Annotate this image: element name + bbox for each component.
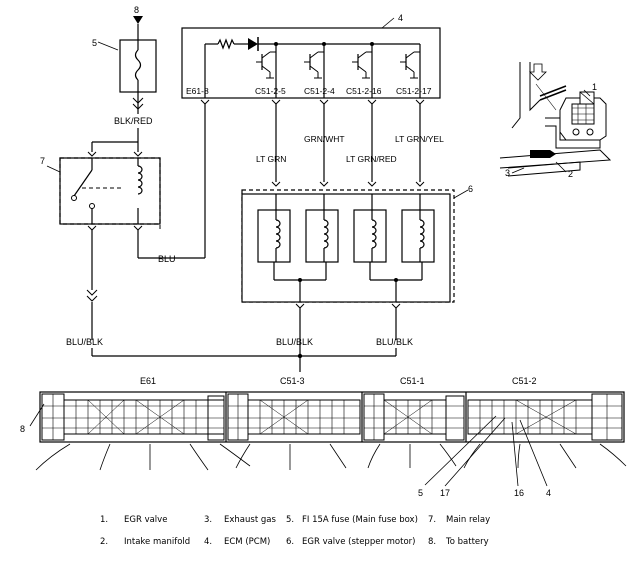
legend-num-5: 5. <box>286 515 295 525</box>
wire-label-blu: BLU <box>158 254 176 264</box>
ecm-connector-face <box>29 391 627 487</box>
legend-num-7: 7. <box>428 515 437 525</box>
legend-text-5: FI 15A fuse (Main fuse box) <box>302 515 418 525</box>
wire-label-lt-grn-yel: LT GRN/YEL <box>395 134 444 144</box>
legend-text-6: EGR valve (stepper motor) <box>302 537 416 547</box>
legend-num-1: 1. <box>100 515 109 525</box>
legend-num-4: 4. <box>204 537 213 547</box>
callout-17: 17 <box>440 488 450 498</box>
connector-label-c51-2: C51-2 <box>512 376 537 386</box>
legend-text-1: EGR valve <box>124 515 168 525</box>
pin-c51-2-5: C51-2-5 <box>255 86 286 96</box>
callout-7: 7 <box>40 156 45 166</box>
wire-label-blk-red: BLK/RED <box>114 116 153 126</box>
legend-num-3: 3. <box>204 515 213 525</box>
legend: 1. EGR valve 3. Exhaust gas 5. FI 15A fu… <box>0 505 640 565</box>
wire-label-blu-blk-mid: BLU/BLK <box>276 337 313 347</box>
wire-label-grn-wht: GRN/WHT <box>304 134 345 144</box>
wire-label-blu-blk-right: BLU/BLK <box>376 337 413 347</box>
egr-stepper-motor-6 <box>241 189 469 356</box>
ecm-output-wires <box>200 99 425 258</box>
callout-5-connector: 5 <box>418 488 423 498</box>
callout-4-connector: 4 <box>546 488 551 498</box>
ecm-transistors <box>256 42 421 98</box>
legend-num-8: 8. <box>428 537 437 547</box>
wire-label-lt-grn: LT GRN <box>256 154 286 164</box>
connector-label-c51-1: C51-1 <box>400 376 425 386</box>
pin-c51-2-16: C51-2-16 <box>346 86 382 96</box>
callout-8-connector: 8 <box>20 424 25 434</box>
callout-4-top: 4 <box>398 13 403 23</box>
legend-num-2: 2. <box>100 537 109 547</box>
pin-c51-2-17: C51-2-17 <box>396 86 432 96</box>
connector-label-e61: E61 <box>140 376 156 386</box>
wire-label-lt-grn-red: LT GRN/RED <box>346 154 397 164</box>
fuse-5 <box>97 16 157 114</box>
connector-label-c51-3: C51-3 <box>280 376 305 386</box>
wire-label-blu-blk-left: BLU/BLK <box>66 337 103 347</box>
legend-text-2: Intake manifold <box>124 537 191 547</box>
callout-3: 3 <box>505 168 510 178</box>
legend-text-8: To battery <box>446 537 489 547</box>
callout-8-top: 8 <box>134 5 139 15</box>
main-relay-7 <box>46 128 205 340</box>
ground-bus <box>91 348 397 372</box>
legend-text-4: ECM (PCM) <box>224 537 271 547</box>
callout-6: 6 <box>468 184 473 194</box>
callout-1: 1 <box>592 82 597 92</box>
legend-text-3: Exhaust gas <box>224 515 276 525</box>
pin-c51-2-4: C51-2-4 <box>304 86 335 96</box>
pin-e61-8: E61-8 <box>186 86 209 96</box>
legend-num-6: 6. <box>286 537 295 547</box>
egr-valve-location-illustration <box>499 62 612 177</box>
callout-16: 16 <box>514 488 524 498</box>
ecm-4 <box>181 17 441 99</box>
callout-2: 2 <box>568 169 573 179</box>
callout-5: 5 <box>92 38 97 48</box>
legend-text-7: Main relay <box>446 515 491 525</box>
